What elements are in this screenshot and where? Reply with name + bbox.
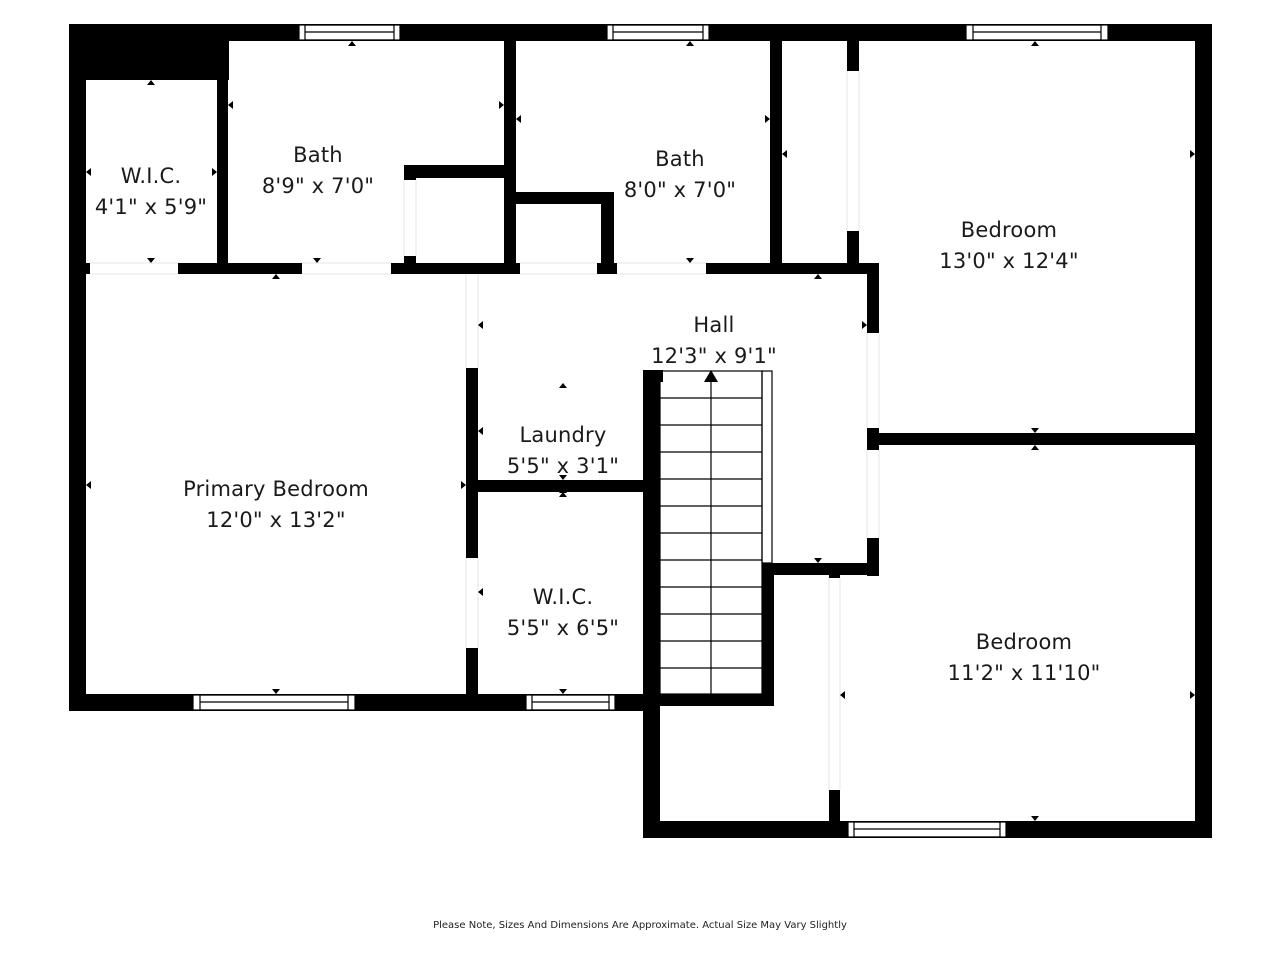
room-label-wic-1: W.I.C. 4'1" x 5'9" <box>95 161 207 223</box>
staircase <box>659 370 773 695</box>
window-primary-bedroom <box>192 694 356 711</box>
door-openings <box>90 71 880 790</box>
room-name: Bath <box>655 147 705 171</box>
room-dimensions: 5'5" x 6'5" <box>506 616 620 640</box>
room-name: Bath <box>293 143 343 167</box>
room-name: W.I.C. <box>120 164 182 188</box>
room-label-bedroom-1: Bedroom 13'0" x 12'4" <box>939 215 1078 277</box>
walls <box>69 24 1212 838</box>
window-bedroom-1 <box>965 24 1109 41</box>
window-wic-2 <box>525 694 616 711</box>
room-name: Bedroom <box>960 218 1058 242</box>
disclaimer-note: Please Note, Sizes And Dimensions Are Ap… <box>433 920 847 931</box>
room-label-bath-2: Bath 8'0" x 7'0" <box>624 144 736 206</box>
room-label-primary-bedroom: Primary Bedroom 12'0" x 13'2" <box>183 474 369 536</box>
room-dimensions: 13'0" x 12'4" <box>939 249 1079 273</box>
room-name: Hall <box>693 313 735 337</box>
window-bath-1 <box>298 24 401 41</box>
room-label-hall: Hall 12'3" x 9'1" <box>651 310 777 372</box>
room-name: Bedroom <box>975 630 1073 654</box>
room-dimensions: 11'2" x 11'10" <box>947 661 1101 685</box>
window-bedroom-2 <box>847 821 1007 838</box>
window-bath-2 <box>606 24 710 41</box>
room-label-laundry: Laundry 5'5" x 3'1" <box>507 420 619 482</box>
room-dimensions: 8'0" x 7'0" <box>623 178 737 202</box>
dimension-markers <box>86 41 1195 821</box>
room-label-bath-1: Bath 8'9" x 7'0" <box>262 140 374 202</box>
room-dimensions: 12'0" x 13'2" <box>206 508 346 532</box>
windows <box>192 24 1109 838</box>
room-label-bedroom-2: Bedroom 11'2" x 11'10" <box>948 627 1101 689</box>
room-dimensions: 8'9" x 7'0" <box>261 174 375 198</box>
room-dimensions: 5'5" x 3'1" <box>506 454 620 478</box>
room-name: Laundry <box>519 423 607 447</box>
room-name: Primary Bedroom <box>183 477 369 501</box>
room-dimensions: 12'3" x 9'1" <box>651 344 777 368</box>
room-name: W.I.C. <box>532 585 594 609</box>
stair-up-arrow-icon <box>704 370 718 382</box>
room-label-wic-2: W.I.C. 5'5" x 6'5" <box>507 582 619 644</box>
room-dimensions: 4'1" x 5'9" <box>94 195 208 219</box>
